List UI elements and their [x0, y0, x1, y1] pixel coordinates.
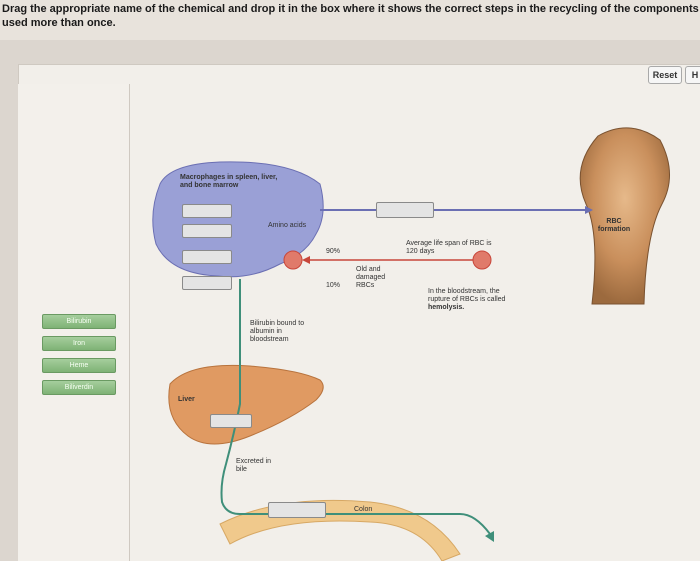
hemolysis-term: hemolysis.	[428, 304, 465, 311]
label-tile-bilirubin[interactable]: Bilirubin	[42, 314, 116, 329]
rbc-formation-label: RBC formation	[597, 218, 631, 233]
help-button[interactable]: H	[685, 66, 700, 84]
label-tile-iron[interactable]: Iron	[42, 336, 116, 351]
arrowhead-colon	[485, 531, 494, 542]
macrophage-shape	[152, 161, 324, 278]
old-damaged-label: Old and damaged RBCs	[356, 266, 386, 289]
drop-zone-2[interactable]	[182, 224, 232, 238]
arrowhead-lifespan	[302, 256, 310, 264]
bilirubin-path	[220, 279, 491, 535]
bone-shape	[579, 127, 671, 305]
excreted-label: Excreted in bile	[236, 458, 272, 473]
hemolysis-prefix: is called	[480, 296, 506, 303]
drop-zone-3[interactable]	[182, 250, 232, 264]
liver-label: Liver	[178, 396, 195, 403]
label-tile-heme[interactable]: Heme	[42, 358, 116, 373]
pct-90-label: 90%	[326, 248, 341, 255]
liver-shape	[168, 364, 324, 445]
arrowhead-rbc-formation	[585, 206, 593, 214]
drop-zone-6[interactable]	[210, 414, 252, 428]
label-tile-biliverdin[interactable]: Biliverdin	[42, 380, 116, 395]
instructions-line-2: used more than once.	[2, 17, 116, 29]
instructions-line-1: Drag the appropriate name of the chemica…	[2, 3, 700, 15]
rbc-circle-2	[472, 250, 492, 270]
rbc-circle-1	[283, 250, 303, 270]
toolbar: Reset H	[18, 62, 700, 84]
drop-zone-1[interactable]	[182, 204, 232, 218]
drop-zone-5[interactable]	[376, 202, 434, 218]
diagram: Macrophages in spleen, liver, and bone m…	[130, 84, 700, 561]
bloodstream-label: In the bloodstream, the rupture of RBCs …	[428, 288, 518, 312]
amino-acids-label: Amino acids	[268, 222, 307, 229]
pct-10-label: 10%	[326, 282, 341, 289]
bilirubin-bound-label: Bilirubin bound to albumin in bloodstrea…	[250, 320, 305, 343]
bloodstream-text: In the bloodstream, the rupture of RBCs	[428, 288, 500, 303]
colon-label: Colon	[354, 506, 373, 513]
instructions: Drag the appropriate name of the chemica…	[0, 0, 700, 40]
macrophages-label: Macrophages in spleen, liver, and bone m…	[180, 174, 278, 189]
reset-button[interactable]: Reset	[648, 66, 682, 84]
diagram-graphic	[152, 127, 671, 561]
colon-shape	[219, 499, 461, 561]
activity-panel	[18, 64, 700, 561]
drop-zone-7[interactable]	[268, 502, 326, 518]
average-life-label: Average life span of RBC is 120 days	[406, 240, 492, 255]
drop-zone-4[interactable]	[182, 276, 232, 290]
